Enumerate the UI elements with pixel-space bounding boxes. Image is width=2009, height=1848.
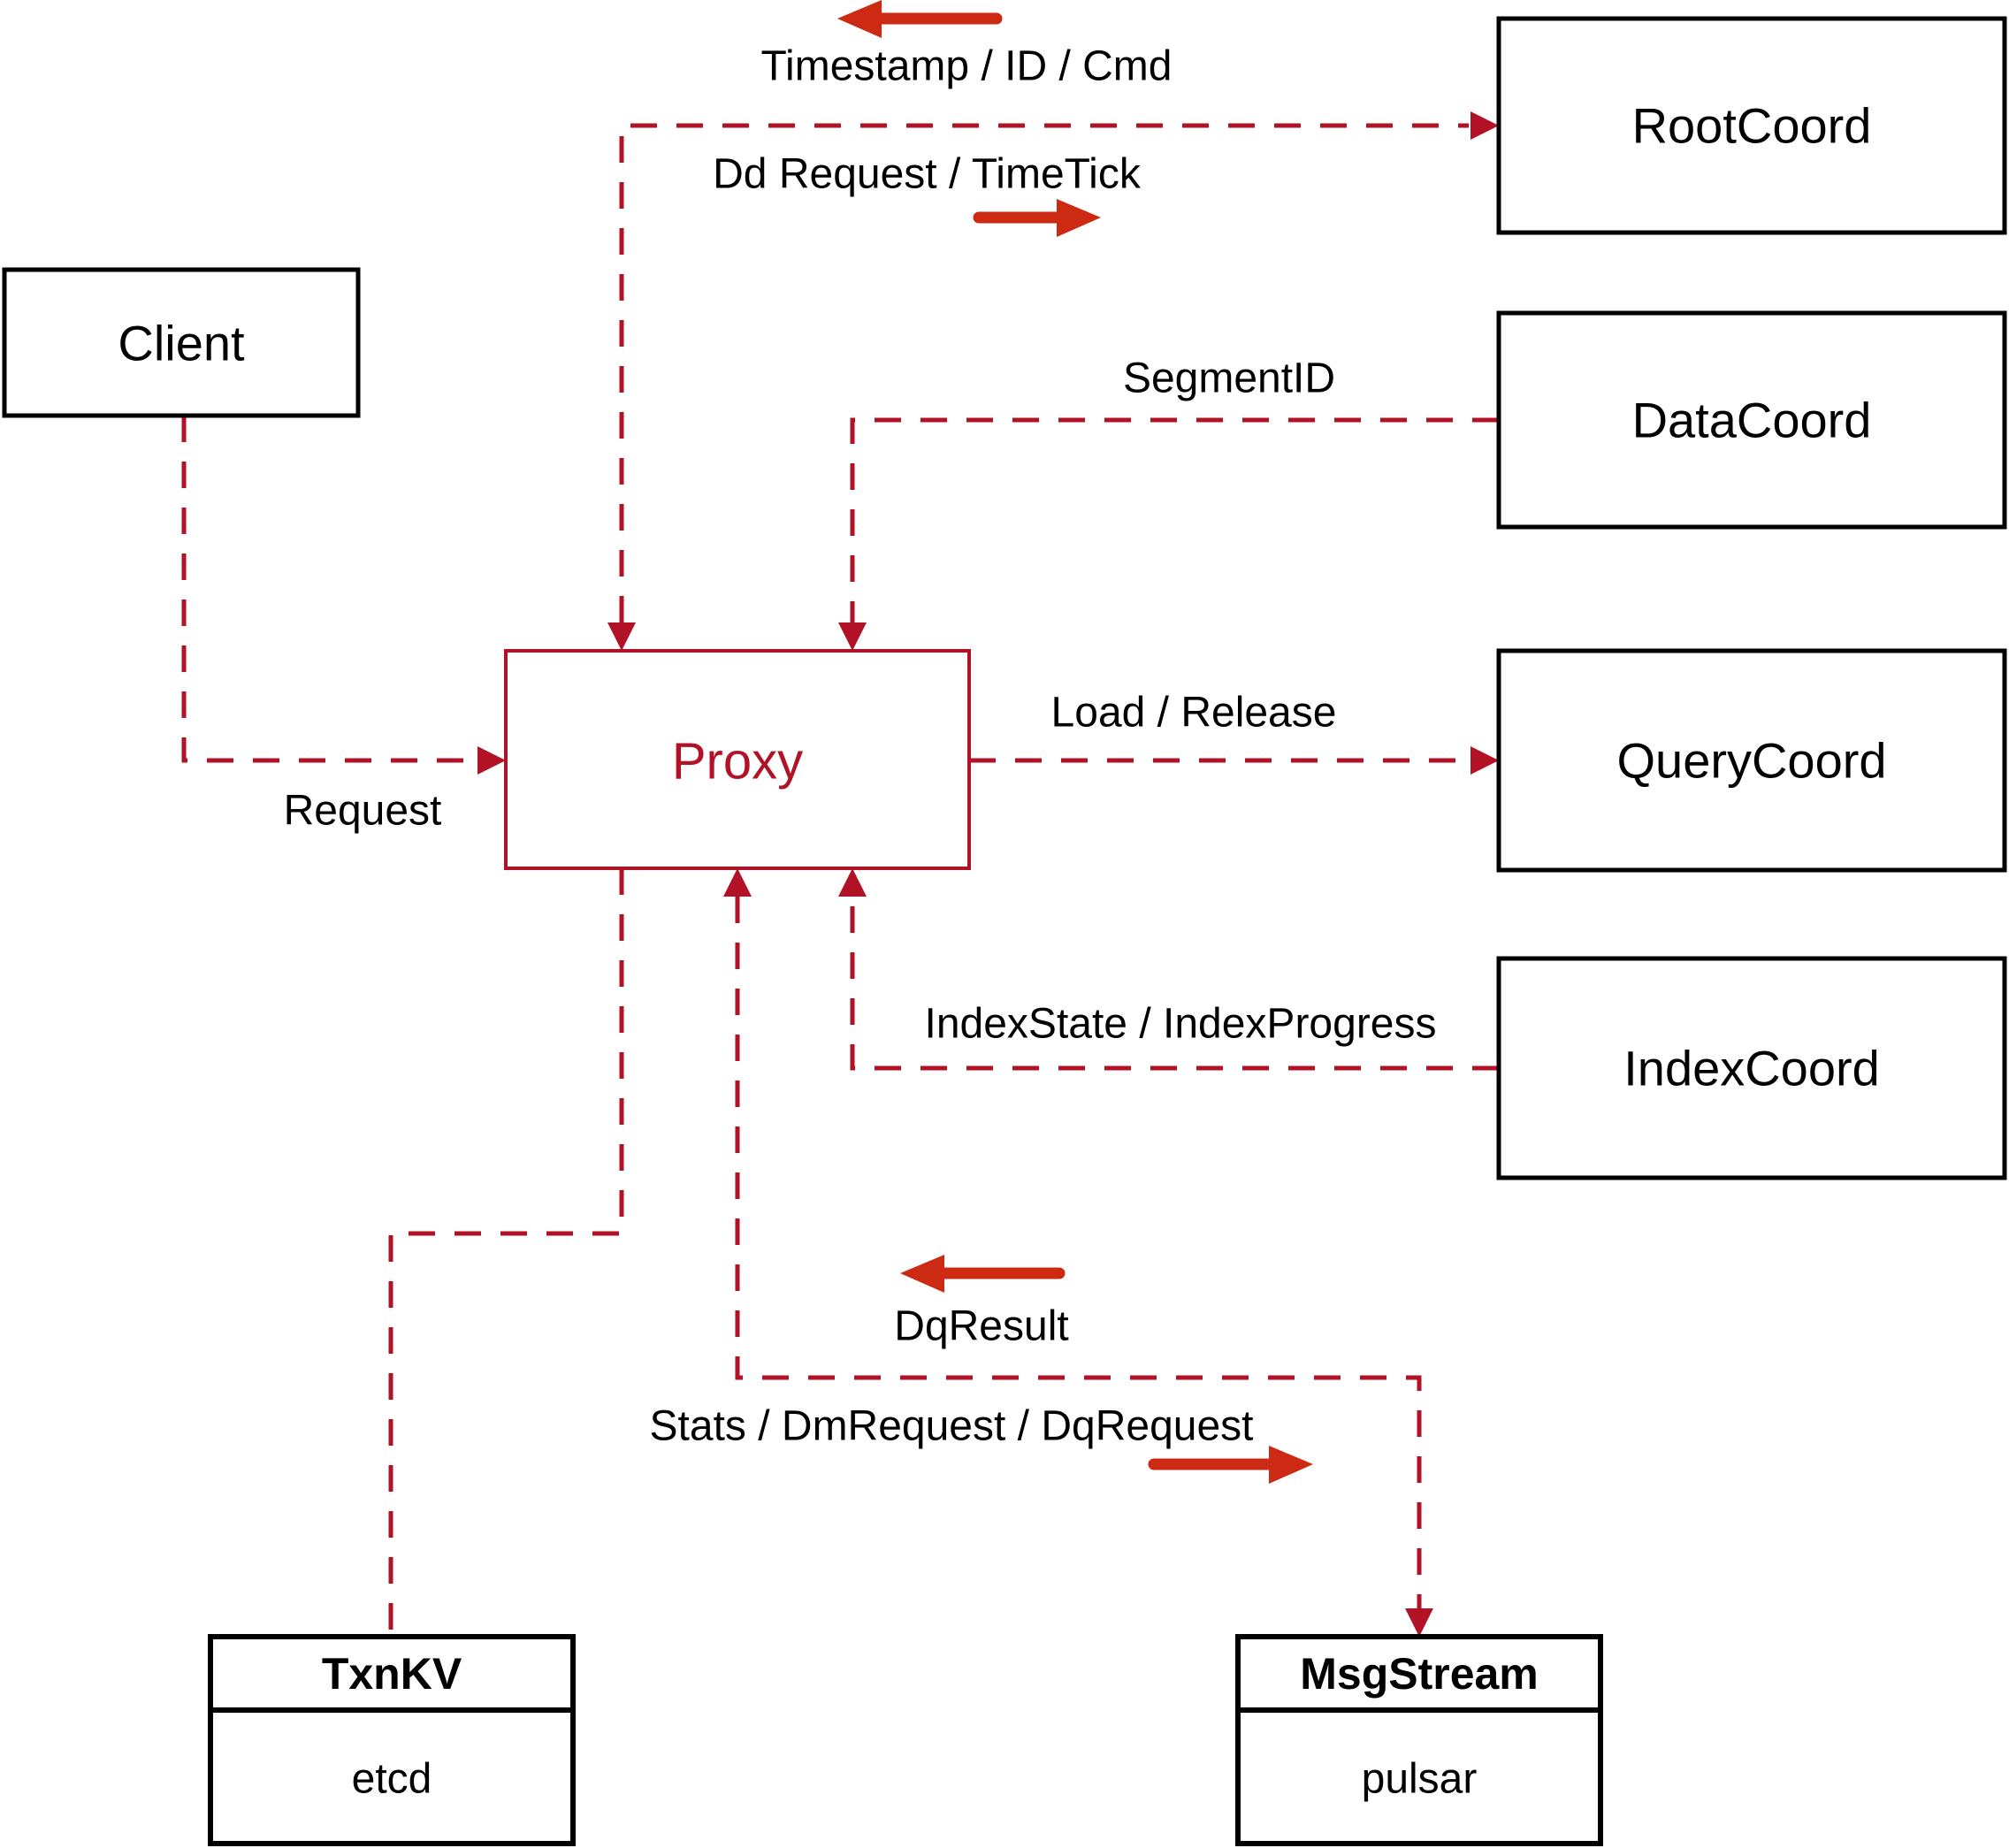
arrowhead-into-proxy-bottom-mid: [723, 868, 752, 897]
edge-client-to-proxy-line: [181, 416, 477, 763]
node-rootcoord: RootCoord: [1496, 16, 2007, 235]
msgstream-title: MsgStream: [1300, 1649, 1539, 1699]
node-msgstream: MsgStream pulsar: [1235, 1634, 1603, 1846]
arrowhead-into-proxy-top-right: [838, 622, 867, 651]
proxy-label: Proxy: [672, 733, 803, 790]
node-querycoord: QueryCoord: [1496, 648, 2007, 873]
edge-proxy-rootcoord-line: [619, 123, 1469, 622]
edge-proxy-to-txnkv: [388, 868, 624, 1637]
client-label: Client: [118, 316, 245, 371]
edge-datacoord-to-proxy-line: [850, 417, 1499, 622]
querycoord-label: QueryCoord: [1616, 733, 1886, 789]
direction-arrow-stats-right: [1148, 1446, 1313, 1484]
direction-arrow-ddrequest-right-head: [1057, 199, 1101, 237]
msgstream-box: [1235, 1634, 1603, 1846]
msgstream-subtitle: pulsar: [1362, 1756, 1478, 1803]
client-box: [2, 267, 361, 418]
node-datacoord: DataCoord: [1496, 310, 2007, 530]
edge-indexcoord-to-proxy: [838, 868, 1499, 1071]
arrowhead-into-proxy-left: [477, 746, 506, 775]
arrowhead-into-rootcoord: [1470, 111, 1499, 140]
edge-label-dq-result: DqResult: [894, 1303, 1068, 1350]
node-client: Client: [2, 267, 361, 418]
arrowhead-into-msgstream: [1405, 1608, 1433, 1637]
direction-arrow-stats-right-head: [1269, 1446, 1313, 1484]
edge-label-load-release: Load / Release: [1051, 690, 1337, 737]
querycoord-box: [1496, 648, 2007, 873]
rootcoord-label: RootCoord: [1632, 98, 1872, 154]
edge-proxy-to-querycoord: [969, 746, 1499, 775]
arrowhead-into-proxy-bottom-right: [838, 868, 867, 897]
edge-label-index-state-progress: IndexState / IndexProgress: [925, 1001, 1437, 1048]
edge-indexcoord-to-proxy-line: [850, 897, 1499, 1071]
edge-proxy-msgstream: [723, 868, 1433, 1637]
datacoord-label: DataCoord: [1632, 393, 1872, 448]
edge-proxy-to-txnkv-line: [388, 868, 624, 1637]
edge-label-timestamp-id-cmd: Timestamp / ID / Cmd: [761, 43, 1173, 90]
datacoord-box: [1496, 310, 2007, 530]
arrowhead-into-proxy-top-left: [607, 622, 636, 651]
node-indexcoord: IndexCoord: [1496, 956, 2007, 1180]
edge-label-request: Request: [284, 788, 442, 835]
direction-arrow-timestamp-left: [837, 0, 1003, 38]
rootcoord-box: [1496, 16, 2007, 235]
edge-datacoord-to-proxy: [838, 417, 1499, 651]
direction-arrow-timestamp-left-head: [837, 0, 882, 38]
edge-client-to-proxy: [181, 416, 506, 775]
txnkv-box: [208, 1634, 576, 1846]
arrowhead-into-querycoord: [1470, 746, 1499, 775]
edge-label-stats-dm-dq: Stats / DmRequest / DqRequest: [650, 1403, 1254, 1450]
txnkv-subtitle: etcd: [352, 1756, 432, 1803]
indexcoord-label: IndexCoord: [1623, 1041, 1880, 1096]
direction-arrow-dqresult-left: [900, 1255, 1066, 1293]
edge-label-segment-id: SegmentID: [1123, 355, 1335, 402]
edge-proxy-msgstream-line: [735, 897, 1422, 1608]
edge-proxy-rootcoord: [607, 111, 1499, 651]
node-txnkv: TxnKV etcd: [208, 1634, 576, 1846]
direction-arrow-dqresult-left-head: [900, 1255, 944, 1293]
proxy-box: [504, 649, 971, 870]
txnkv-title: TxnKV: [322, 1649, 462, 1699]
edge-label-dd-request-timetick: Dd Request / TimeTick: [713, 151, 1142, 198]
node-proxy: Proxy: [504, 649, 971, 870]
direction-arrow-ddrequest-right: [973, 199, 1101, 237]
indexcoord-box: [1496, 956, 2007, 1180]
